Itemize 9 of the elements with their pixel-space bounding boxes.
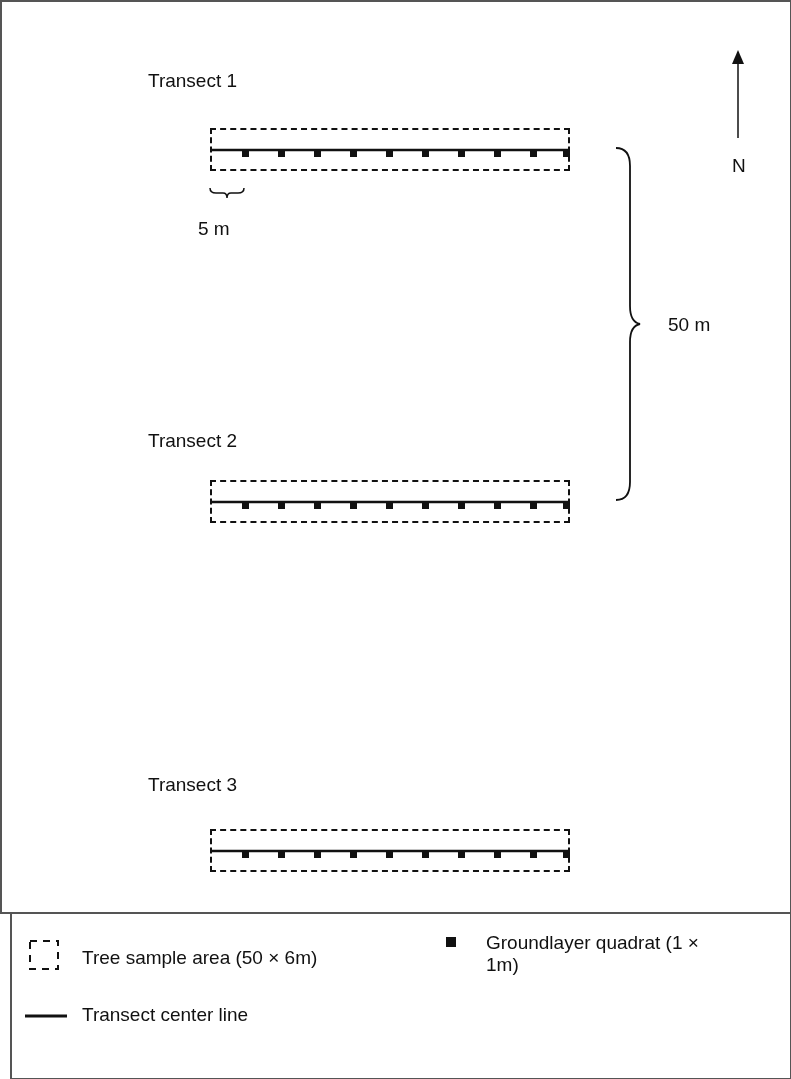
transect-label: Transect 3	[148, 774, 238, 796]
legend-text: Groundlayer quadrat (1 × 1m)	[486, 932, 700, 976]
dimension-label: 5 m	[198, 218, 230, 240]
dimension-label: 50 m	[668, 314, 711, 336]
transect-label: Transect 2	[148, 430, 238, 452]
transect-label: Transect 1	[148, 70, 238, 92]
legend-text: Tree sample area (50 × 6m)	[82, 947, 318, 969]
legend-text: Transect center line	[82, 1004, 249, 1026]
north-label: N	[732, 155, 746, 177]
